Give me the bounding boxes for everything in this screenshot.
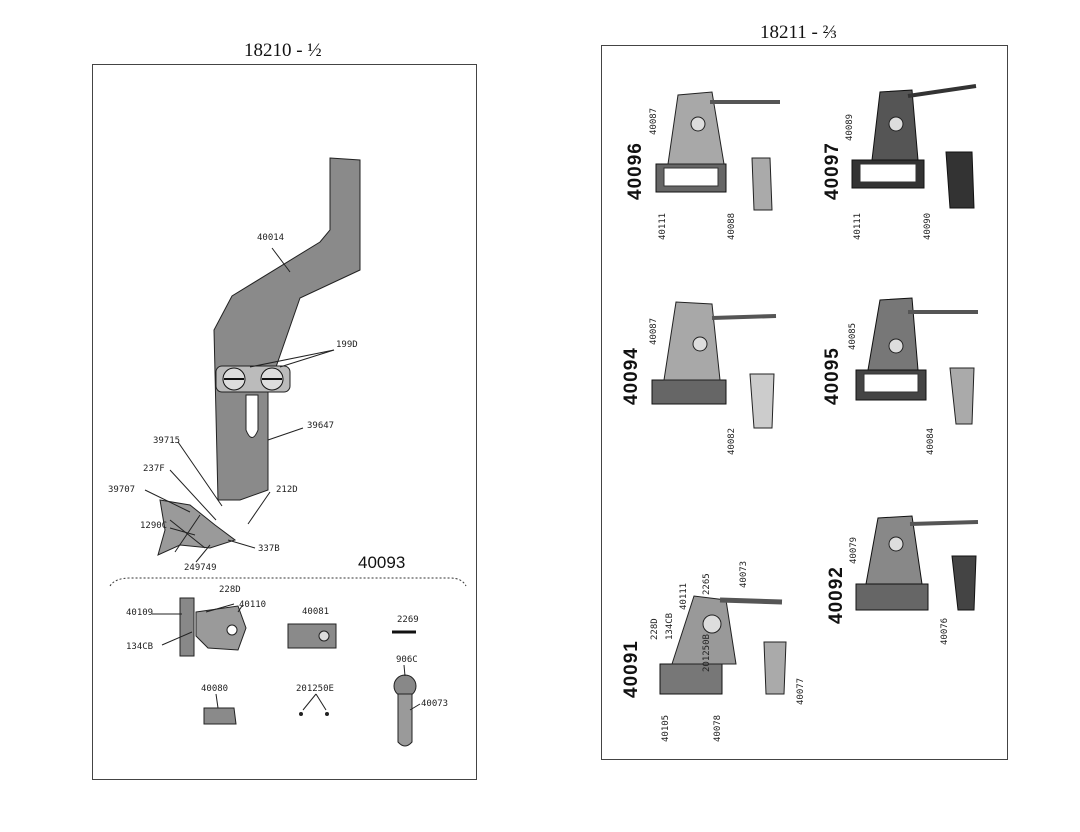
part-label: 40110	[239, 600, 267, 610]
kit-number: 40093	[358, 553, 406, 572]
part-label: 39707	[108, 485, 136, 495]
part-label: 40111	[658, 212, 668, 240]
part-label: 40073	[739, 560, 749, 588]
kit-bracket	[109, 577, 467, 587]
part-label: 212D	[276, 485, 298, 495]
assembly-number: 40094	[621, 347, 642, 405]
assembly-number: 40097	[822, 142, 843, 200]
part-label: 39715	[153, 436, 181, 446]
right-page-title: 18211 - ⅔	[760, 22, 837, 43]
part-label: 228D	[650, 618, 660, 640]
part-label: 40077	[796, 677, 806, 705]
part-label: 40088	[727, 212, 737, 240]
part-label: 228D	[219, 585, 241, 595]
part-label: 2269	[397, 615, 419, 625]
part-label: 40085	[848, 322, 858, 350]
part-label: 40111	[679, 582, 689, 610]
part-label: 40089	[845, 113, 855, 141]
assembly-number: 40091	[621, 640, 642, 698]
part-label: 40090	[923, 212, 933, 240]
part-label: 40073	[421, 699, 449, 709]
part-label: 201250B	[702, 634, 712, 672]
part-label: 40078	[713, 714, 723, 742]
part-label: 39647	[307, 421, 335, 431]
part-label: 337B	[258, 544, 280, 554]
part-label: 134CB	[665, 612, 675, 640]
part-label: 40087	[649, 107, 659, 135]
part-label: 40080	[201, 684, 229, 694]
part-label: 134CB	[126, 642, 154, 652]
part-label: 199D	[336, 340, 358, 350]
part-label: 40076	[940, 617, 950, 645]
part-label: 40105	[661, 714, 671, 742]
part-label: 40081	[302, 607, 330, 617]
part-label: 201250E	[296, 684, 334, 694]
part-label: 249749	[184, 563, 217, 573]
part-label: 1290C	[140, 521, 168, 531]
left-page-title: 18210 - ½	[244, 40, 322, 61]
part-label: 40087	[649, 317, 659, 345]
left-page-frame	[92, 64, 477, 780]
assembly-number: 40092	[826, 566, 847, 624]
part-label: 906C	[396, 655, 418, 665]
assembly-number: 40095	[822, 347, 843, 405]
part-label: 40082	[727, 427, 737, 455]
part-label: 40111	[853, 212, 863, 240]
part-label: 237F	[143, 464, 165, 474]
part-label: 2265	[702, 573, 712, 595]
assembly-number: 40096	[625, 142, 646, 200]
part-label: 40109	[126, 608, 154, 618]
presser-bar-illustration	[144, 157, 361, 563]
kit-parts-illustration	[152, 597, 421, 747]
part-label: 40014	[257, 233, 285, 243]
part-label: 40079	[849, 536, 859, 564]
part-label: 40084	[926, 427, 936, 455]
